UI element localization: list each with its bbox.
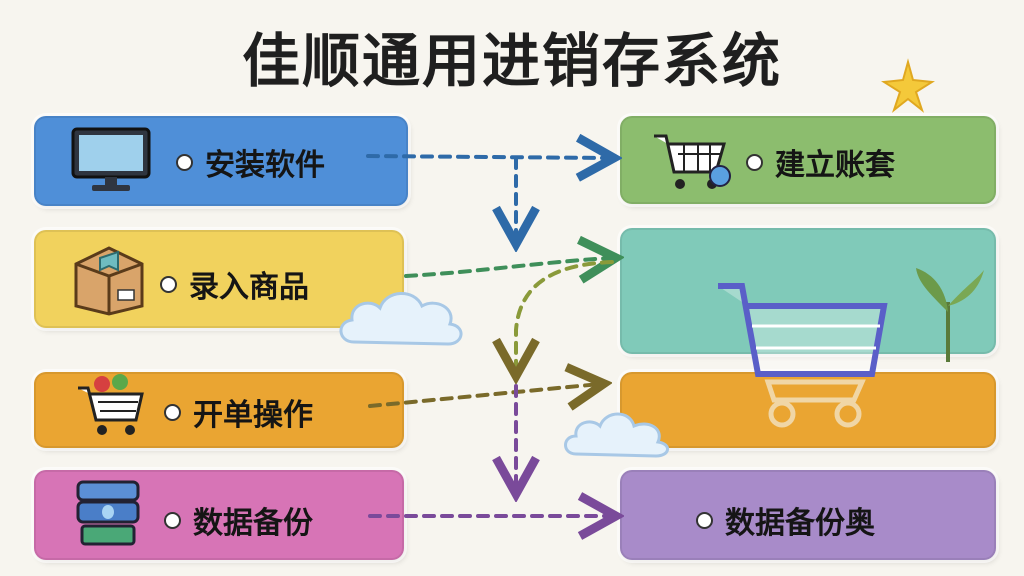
step-label: 数据备份 — [193, 506, 313, 541]
monitor-icon — [71, 127, 151, 191]
step-label: 建立账套 — [775, 148, 895, 183]
step-label: 安装软件 — [205, 148, 325, 183]
label-create-order: 开单操作 — [164, 390, 313, 434]
bullet-icon — [176, 153, 193, 171]
step-create-account-set[interactable] — [620, 116, 996, 204]
bullet-icon — [164, 403, 181, 421]
arrow-curve-down — [516, 260, 614, 372]
bullet-icon — [696, 511, 713, 529]
arrow-products-right — [404, 258, 612, 276]
arrow-install-to-account — [366, 156, 610, 158]
bullet-icon — [160, 275, 177, 293]
page-title: 佳顺通用进销存系统 — [241, 27, 782, 95]
plant-icon — [916, 268, 984, 362]
shopping-cart-icon — [654, 134, 731, 189]
cloud-icon — [339, 292, 463, 346]
server-icon — [76, 480, 140, 546]
bullet-icon — [164, 511, 181, 529]
label-enter-products: 录入商品 — [160, 262, 309, 306]
step-label: 数据备份奥 — [725, 506, 875, 541]
label-data-backup: 数据备份 — [164, 498, 313, 542]
shopping-cart-icon — [78, 374, 144, 435]
label-create-account-set: 建立账套 — [746, 140, 895, 184]
step-label: 录入商品 — [189, 270, 309, 305]
step-label: 开单操作 — [193, 398, 313, 433]
large-cart-icon — [718, 283, 888, 428]
label-install-software: 安装软件 — [176, 140, 325, 184]
bullet-icon — [746, 153, 763, 171]
label-backup-right: 数据备份奥 — [696, 498, 875, 542]
package-icon — [74, 246, 144, 316]
cloud-icon — [564, 412, 669, 458]
arrow-order-right — [368, 384, 600, 406]
sparkle-icon — [881, 58, 935, 113]
